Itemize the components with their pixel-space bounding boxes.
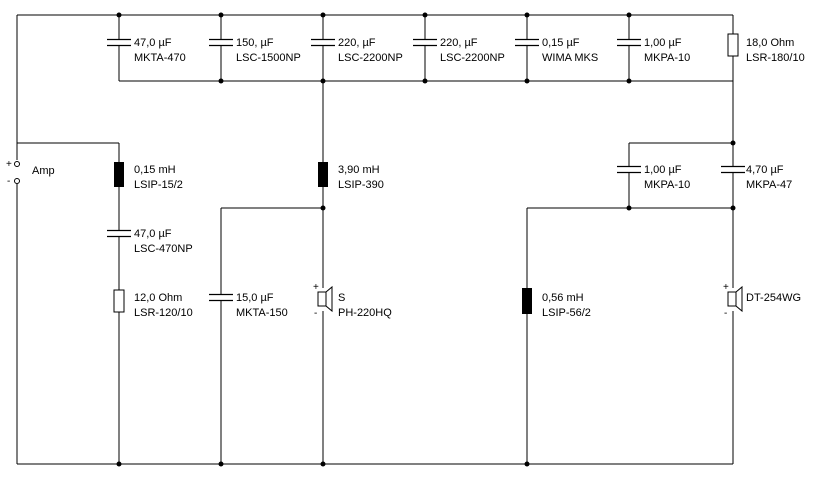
speaker-s1-icon: + - (313, 282, 333, 319)
svg-text:PH-220HQ: PH-220HQ (338, 307, 392, 319)
svg-text:WIMA MKS: WIMA MKS (542, 52, 598, 64)
svg-text:4,70 µF: 4,70 µF (746, 164, 784, 176)
speaker-s2-label: DT-254WG (746, 292, 801, 304)
svg-text:0,15 mH: 0,15 mH (134, 164, 176, 176)
svg-text:18,0 Ohm: 18,0 Ohm (746, 37, 794, 49)
svg-text:12,0 Ohm: 12,0 Ohm (134, 292, 182, 304)
svg-text:MKTA-150: MKTA-150 (236, 307, 288, 319)
capacitor-c4: 220, µF LSC-2200NP (413, 37, 505, 64)
capacitor-c7: 47,0 µF LSC-470NP (107, 228, 193, 255)
capacitor-c10: 4,70 µF MKPA-47 (721, 164, 792, 191)
junctions (116, 12, 736, 467)
svg-text:-: - (314, 308, 317, 319)
svg-text:MKTA-470: MKTA-470 (134, 52, 186, 64)
svg-text:220, µF: 220, µF (440, 37, 478, 49)
amp-plus-label: + (6, 159, 12, 170)
svg-text:150, µF: 150, µF (236, 37, 274, 49)
amp-minus-label: - (7, 176, 10, 187)
svg-text:15,0 µF: 15,0 µF (236, 292, 274, 304)
resistor-r2: 12,0 Ohm LSR-120/10 (113, 289, 193, 319)
inductor-l3: 0,56 mH LSIP-56/2 (522, 288, 591, 319)
svg-text:MKPA-47: MKPA-47 (746, 179, 792, 191)
svg-text:LSR-180/10: LSR-180/10 (746, 52, 805, 64)
capacitor-c3: 220, µF LSC-2200NP (311, 37, 403, 64)
capacitor-c6: 1,00 µF MKPA-10 (617, 37, 690, 64)
svg-text:MKPA-10: MKPA-10 (644, 52, 690, 64)
inductor-l1: 0,15 mH LSIP-15/2 (114, 162, 183, 191)
svg-text:+: + (723, 282, 729, 293)
svg-text:LSIP-15/2: LSIP-15/2 (134, 179, 183, 191)
svg-text:S: S (338, 292, 345, 304)
capacitor-c2: 150, µF LSC-1500NP (209, 37, 301, 64)
svg-text:220, µF: 220, µF (338, 37, 376, 49)
svg-text:0,15 µF: 0,15 µF (542, 37, 580, 49)
svg-text:47,0 µF: 47,0 µF (134, 37, 172, 49)
inductor-l2: 3,90 mH LSIP-390 (318, 162, 384, 191)
capacitor-c5: 0,15 µF WIMA MKS (515, 37, 598, 64)
amp-label: Amp (32, 165, 55, 177)
svg-text:-: - (724, 308, 727, 319)
svg-text:1,00 µF: 1,00 µF (644, 164, 682, 176)
capacitor-c9: 1,00 µF MKPA-10 (617, 164, 690, 191)
svg-text:LSR-120/10: LSR-120/10 (134, 307, 193, 319)
svg-text:+: + (313, 282, 319, 293)
svg-text:LSIP-56/2: LSIP-56/2 (542, 307, 591, 319)
speaker-s1-label: S PH-220HQ (338, 292, 392, 319)
svg-text:MKPA-10: MKPA-10 (644, 179, 690, 191)
svg-text:LSC-1500NP: LSC-1500NP (236, 52, 301, 64)
svg-text:0,56 mH: 0,56 mH (542, 292, 584, 304)
svg-text:LSC-2200NP: LSC-2200NP (338, 52, 403, 64)
svg-text:LSC-2200NP: LSC-2200NP (440, 52, 505, 64)
svg-text:LSC-470NP: LSC-470NP (134, 243, 193, 255)
capacitor-c8: 15,0 µF MKTA-150 (209, 292, 288, 319)
svg-text:1,00 µF: 1,00 µF (644, 37, 682, 49)
svg-text:3,90 mH: 3,90 mH (338, 164, 380, 176)
svg-text:47,0 µF: 47,0 µF (134, 228, 172, 240)
svg-text:LSIP-390: LSIP-390 (338, 179, 384, 191)
capacitor-c1: 47,0 µF MKTA-470 (107, 37, 186, 64)
wires (16, 14, 734, 465)
amp-terminal: + - Amp (6, 159, 55, 187)
speaker-s2-icon: + - (723, 282, 743, 319)
svg-text:DT-254WG: DT-254WG (746, 292, 801, 304)
resistor-r1: 18,0 Ohm LSR-180/10 (727, 33, 805, 64)
